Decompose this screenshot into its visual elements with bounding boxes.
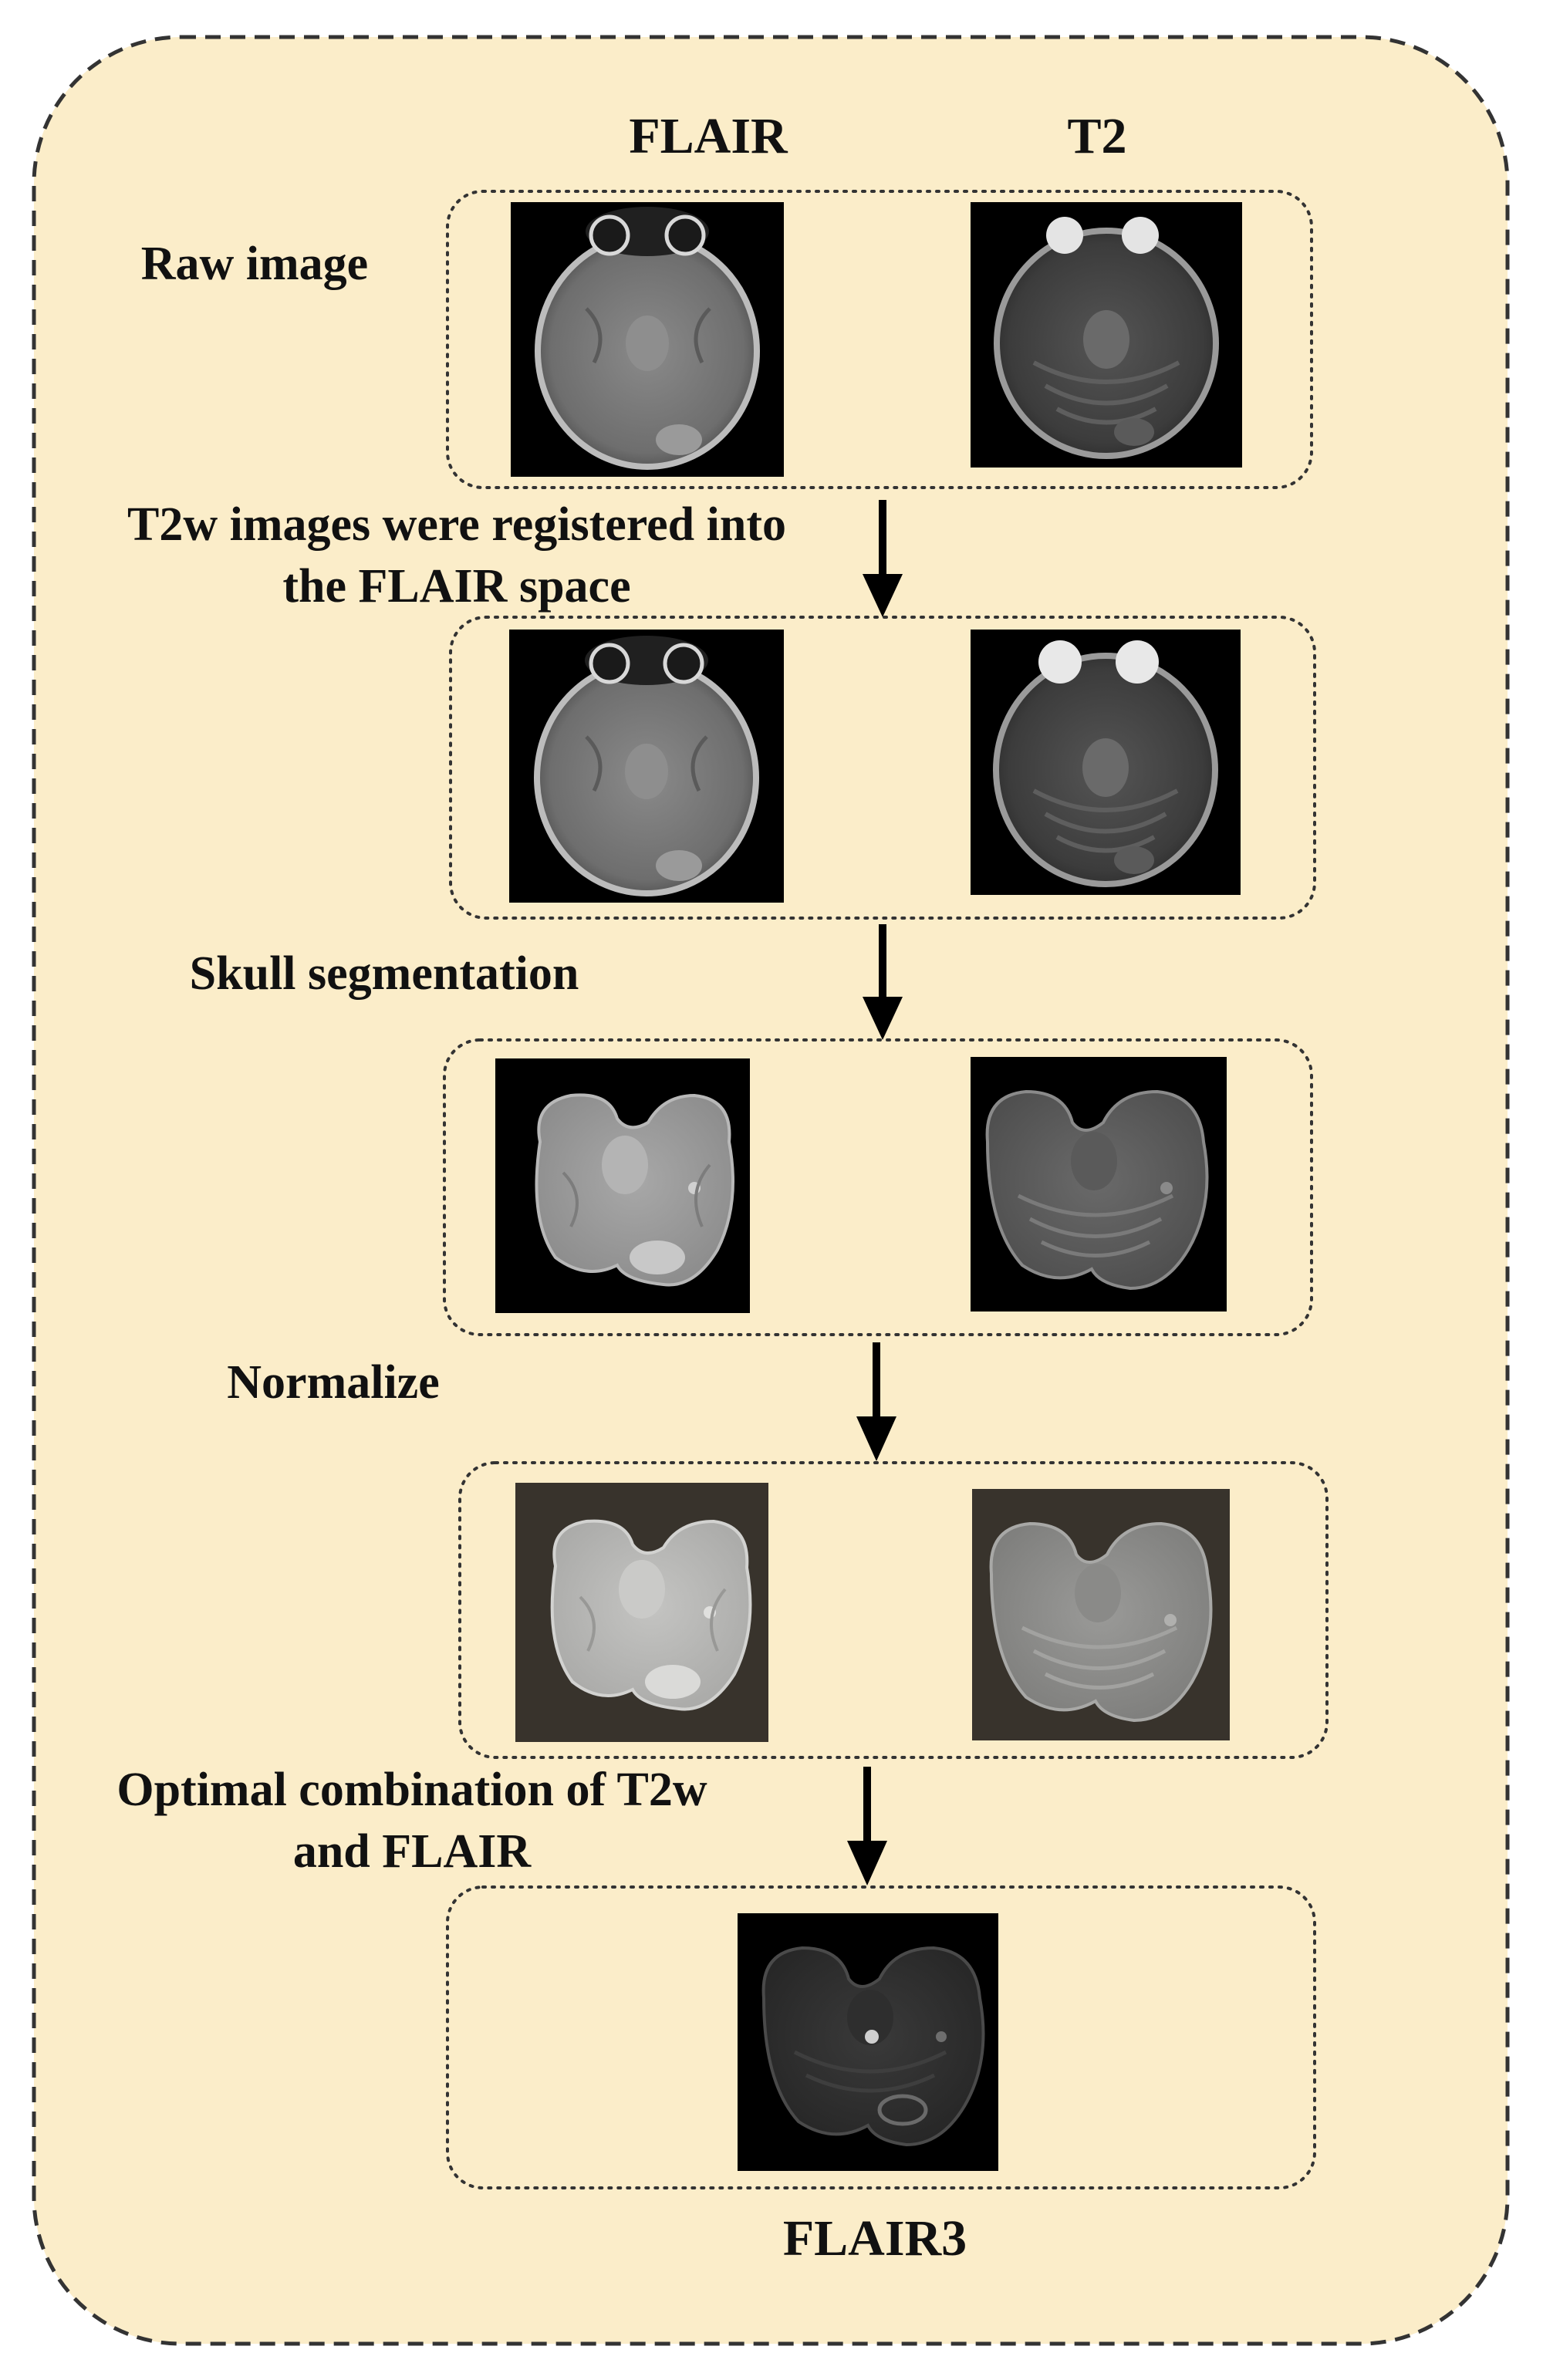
column-header-t2: T2 bbox=[1067, 108, 1126, 164]
registered-t2-image bbox=[971, 630, 1241, 895]
normalized-flair-image bbox=[515, 1483, 768, 1742]
step-label-registration-line1: T2w images were registered into bbox=[127, 498, 786, 551]
arrow-down-icon bbox=[863, 500, 903, 617]
step-label-normalize: Normalize bbox=[227, 1356, 439, 1409]
arrow-down-icon bbox=[863, 924, 903, 1040]
step-label-combination-line2: and FLAIR bbox=[293, 1825, 532, 1878]
step-label-combination-line1: Optimal combination of T2w bbox=[116, 1764, 707, 1816]
outer-panel bbox=[32, 35, 1510, 2346]
raw-t2-image bbox=[971, 202, 1242, 468]
stage-box-normalized bbox=[458, 1461, 1329, 1759]
step-label-registration-line2: the FLAIR space bbox=[282, 560, 630, 613]
arrow-down-icon bbox=[856, 1342, 896, 1461]
column-header-flair: FLAIR bbox=[629, 108, 788, 164]
arrow-down-icon bbox=[847, 1767, 887, 1885]
stage-box-skull bbox=[443, 1038, 1313, 1336]
skull-stripped-flair-image bbox=[495, 1058, 750, 1313]
step-label-skull-segmentation: Skull segmentation bbox=[190, 947, 579, 1000]
step-label-raw-image: Raw image bbox=[141, 238, 368, 290]
normalized-t2-image bbox=[972, 1489, 1230, 1740]
registered-flair-image bbox=[509, 630, 784, 903]
raw-flair-image bbox=[511, 202, 784, 477]
flair3-combined-image bbox=[738, 1913, 998, 2171]
stage-box-raw bbox=[446, 190, 1313, 489]
skull-stripped-t2-image bbox=[971, 1057, 1227, 1312]
output-label-flair3: FLAIR3 bbox=[783, 2210, 967, 2267]
stage-box-combined bbox=[446, 1885, 1316, 2189]
